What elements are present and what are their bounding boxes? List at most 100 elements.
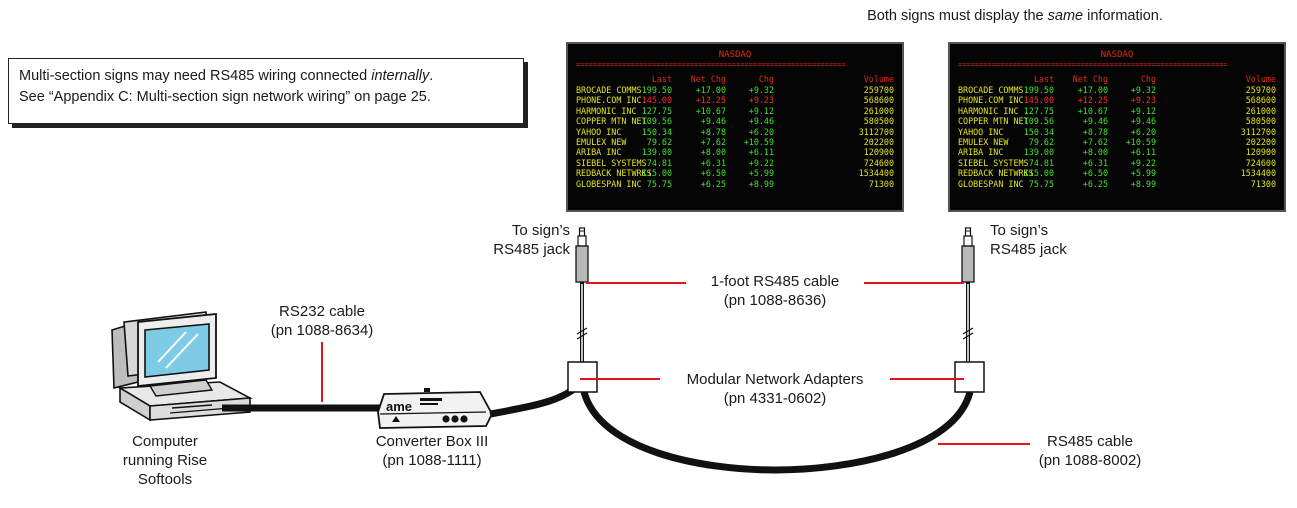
sign-cell: 261000	[863, 105, 894, 116]
sign-cell: +6.20	[1130, 126, 1156, 137]
sign-cell: +6.20	[748, 126, 774, 137]
sign-cell: 115.00	[641, 168, 672, 179]
sign-divider: ========================================…	[576, 62, 846, 69]
rs232-cable-label: RS232 cable(pn 1088-8634)	[270, 303, 374, 339]
sign-title: NASDAQ	[718, 50, 752, 60]
sign-cell: 79.62	[1028, 137, 1054, 147]
sign-cell: +8.78	[1082, 126, 1108, 137]
right-jack-assembly	[961, 227, 975, 362]
sign-cell: +17.00	[1077, 85, 1108, 95]
sign-cell: +5.99	[1130, 168, 1156, 179]
sign-cell: 71300	[868, 178, 894, 189]
sign-cell: GLOBESPAN INC	[576, 178, 642, 189]
sign-cell: 74.81	[646, 157, 672, 168]
sign-cell: 115.00	[1023, 168, 1054, 179]
sign-cell: 79.62	[646, 137, 672, 147]
sign-cell: 109.56	[1023, 116, 1054, 127]
left-network-adapter	[567, 361, 598, 393]
sign-cell: 71300	[1250, 178, 1276, 189]
sign-cell: 580500	[863, 116, 894, 127]
sign-display: NASDAQ==================================…	[958, 50, 1276, 204]
sign-cell: 3112700	[858, 126, 894, 137]
sign-cell: +9.22	[748, 157, 774, 168]
sign-divider: ========================================…	[958, 62, 1228, 69]
sign-cell: 199.50	[1023, 85, 1054, 95]
sign-cell: 150.34	[1023, 126, 1054, 137]
sign-cell: 1534400	[858, 168, 894, 179]
sign-cell: +6.25	[700, 178, 726, 189]
sign-header-chg: Chg	[1140, 74, 1156, 84]
sign-cell: 75.75	[646, 178, 672, 189]
sign-cell: +10.67	[1077, 105, 1108, 116]
sign-header-vol: Volume	[863, 74, 894, 84]
left-jack-assembly	[575, 227, 589, 362]
sign-cell: +9.12	[1130, 105, 1156, 116]
sign-cell: 127.75	[641, 105, 672, 116]
sign-cell: ARIBA INC	[958, 147, 1004, 158]
sign-cell: +8.00	[700, 147, 726, 158]
sign-cell: YAHOO INC	[576, 126, 622, 137]
sign-cell: +10.67	[695, 105, 726, 116]
sign-cell: +5.99	[748, 168, 774, 179]
sign-header-row: Last Net Chg Chg Volume	[576, 74, 894, 84]
sign-cell: 150.34	[641, 126, 672, 137]
sign-cell: ARIBA INC	[576, 147, 622, 158]
sign-cell: HARMONIC INC	[576, 105, 637, 116]
sign-cell: COPPER MTN NET	[576, 116, 647, 127]
sign-cell: +9.32	[1130, 85, 1156, 95]
sign-cell: PHONE.COM INC	[958, 95, 1024, 106]
sign-cell: 145.00	[1023, 95, 1054, 106]
sign-header-chg: Chg	[758, 74, 774, 84]
internal-wiring-note: Multi-section signs may need RS485 wirin…	[8, 58, 524, 124]
sign-right: NASDAQ==================================…	[948, 42, 1286, 212]
sign-cell: 139.00	[1023, 147, 1054, 158]
sign-cell: +9.32	[748, 85, 774, 95]
sign-cell: SIEBEL SYSTEMS	[958, 157, 1029, 168]
sign-cell: 724600	[863, 157, 894, 168]
note-line-2: See “Appendix C: Multi-section sign netw…	[19, 89, 431, 105]
sign-header-last: Last	[1033, 74, 1054, 84]
note-line-1: Multi-section signs may need RS485 wirin…	[19, 68, 434, 84]
rs485-cable	[580, 390, 974, 474]
sign-cell: +6.11	[748, 147, 774, 158]
sign-cell: +9.46	[1130, 116, 1156, 127]
sign-cell: +12.25	[1077, 95, 1108, 106]
sign-cell: BROCADE COMMS	[958, 85, 1024, 95]
sign-cell: HARMONIC INC	[958, 105, 1019, 116]
right-network-adapter	[954, 361, 985, 393]
computer-icon	[111, 311, 253, 422]
sign-cell: 1534400	[1240, 168, 1276, 179]
sign-header-last: Last	[651, 74, 672, 84]
sign-cell: EMULEX NEW	[958, 137, 1009, 147]
sign-cell: 724600	[1245, 157, 1276, 168]
sign-row: GLOBESPAN INC 75.75 +6.25 +8.99 71300	[576, 179, 894, 189]
one-foot-cable-label: 1-foot RS485 cable(pn 1088-8636)	[710, 273, 840, 309]
sign-cell: +9.22	[1130, 157, 1156, 168]
sign-cell: +9.23	[748, 95, 774, 106]
sign-cell: +8.99	[748, 178, 774, 189]
sign-cell: +6.11	[1130, 147, 1156, 158]
sign-cell: 145.00	[641, 95, 672, 106]
sign-cell: +6.31	[1082, 157, 1108, 168]
sign-cell: PHONE.COM INC	[576, 95, 642, 106]
sign-cell: GLOBESPAN INC	[958, 178, 1024, 189]
sign-cell: 199.50	[641, 85, 672, 95]
sign-cell: +7.62	[1082, 137, 1108, 147]
sign-cell: +9.46	[1082, 116, 1108, 127]
sign-header-net: Net Chg	[690, 74, 726, 84]
sign-cell: 3112700	[1240, 126, 1276, 137]
